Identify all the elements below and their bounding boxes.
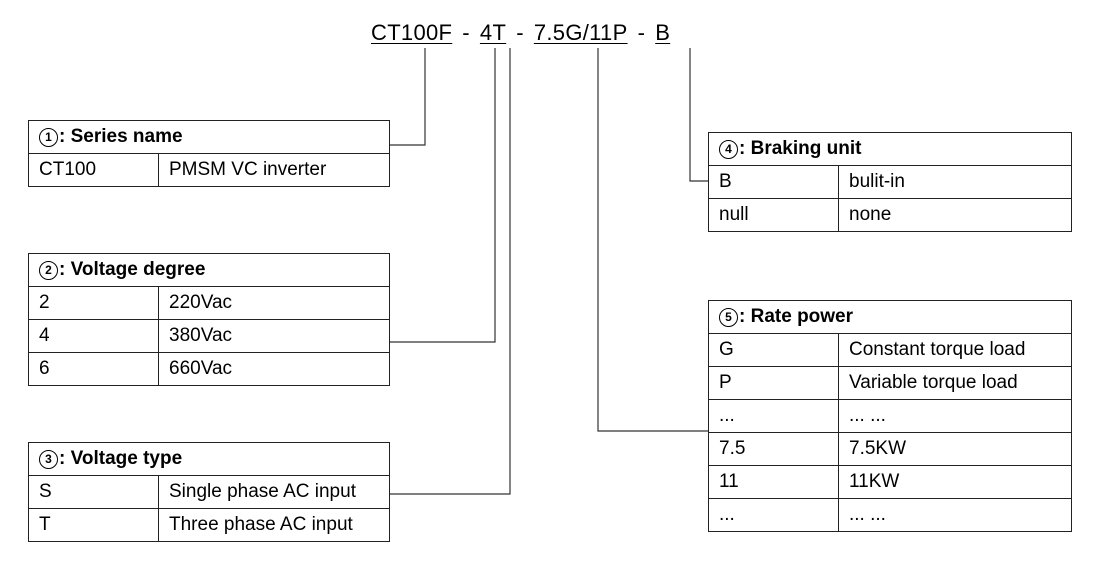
table-cell-desc: Variable torque load xyxy=(838,366,1072,400)
model-code-voltage: 4T xyxy=(479,20,507,45)
braking-unit-table: 4: Braking unit B bulit-in null none xyxy=(708,132,1072,232)
connector-voltage-type xyxy=(390,48,511,495)
number-badge: 1 xyxy=(39,128,58,147)
table-row: B bulit-in xyxy=(708,165,1072,199)
table-cell-desc: ... ... xyxy=(838,399,1072,433)
table-cell-desc: 660Vac xyxy=(158,352,390,386)
connector-voltage-degree xyxy=(390,48,496,343)
table-cell-desc: ... ... xyxy=(838,498,1072,532)
table-title: 1: Series name xyxy=(28,120,390,154)
connector-series xyxy=(390,48,426,146)
table-cell-code: B xyxy=(708,165,839,199)
model-code-separator: - xyxy=(462,20,470,45)
number-badge: 5 xyxy=(719,308,738,327)
table-cell-desc: 380Vac xyxy=(158,319,390,353)
series-name-table: 1: Series name CT100 PMSM VC inverter xyxy=(28,120,390,187)
table-cell-code: 4 xyxy=(28,319,159,353)
table-cell-code: ... xyxy=(708,498,839,532)
table-cell-code: 2 xyxy=(28,286,159,320)
table-title: 2: Voltage degree xyxy=(28,253,390,287)
table-cell-code: P xyxy=(708,366,839,400)
table-cell-desc: bulit-in xyxy=(838,165,1072,199)
table-cell-code: G xyxy=(708,333,839,367)
table-cell-code: CT100 xyxy=(28,153,159,187)
table-cell-code: 7.5 xyxy=(708,432,839,466)
model-code-braking: B xyxy=(655,20,671,45)
voltage-degree-table: 2: Voltage degree 2 220Vac 4 380Vac 6 66… xyxy=(28,253,390,386)
table-cell-desc: 11KW xyxy=(838,465,1072,499)
model-code: CT100F-4T-7.5G/11P-B xyxy=(371,20,670,46)
voltage-type-table: 3: Voltage type S Single phase AC input … xyxy=(28,442,390,542)
table-cell-desc: PMSM VC inverter xyxy=(158,153,390,187)
table-row: 7.5 7.5KW xyxy=(708,432,1072,466)
table-row: 6 660Vac xyxy=(28,352,390,386)
table-row: 11 11KW xyxy=(708,465,1072,499)
connector-rate-power xyxy=(597,48,708,432)
table-cell-code: 6 xyxy=(28,352,159,386)
table-row: null none xyxy=(708,198,1072,232)
table-cell-code: T xyxy=(28,508,159,542)
model-code-separator: - xyxy=(516,20,524,45)
number-badge: 2 xyxy=(39,261,58,280)
table-row: 2 220Vac xyxy=(28,286,390,320)
table-cell-code: ... xyxy=(708,399,839,433)
table-title: 5: Rate power xyxy=(708,300,1072,334)
model-code-power: 7.5G/11P xyxy=(533,20,628,45)
table-row: S Single phase AC input xyxy=(28,475,390,509)
rate-power-table: 5: Rate power G Constant torque load P V… xyxy=(708,300,1072,532)
table-cell-code: S xyxy=(28,475,159,509)
table-cell-desc: Single phase AC input xyxy=(158,475,390,509)
table-row: ... ... ... xyxy=(708,498,1072,532)
number-badge: 4 xyxy=(719,140,738,159)
model-code-separator: - xyxy=(637,20,646,45)
table-row: P Variable torque load xyxy=(708,366,1072,400)
connector-braking xyxy=(689,48,708,182)
table-cell-desc: 220Vac xyxy=(158,286,390,320)
table-row: T Three phase AC input xyxy=(28,508,390,542)
table-cell-desc: Constant torque load xyxy=(838,333,1072,367)
table-title: 3: Voltage type xyxy=(28,442,390,476)
table-row: G Constant torque load xyxy=(708,333,1072,367)
table-cell-code: null xyxy=(708,198,839,232)
table-row: 4 380Vac xyxy=(28,319,390,353)
table-cell-desc: 7.5KW xyxy=(838,432,1072,466)
table-cell-desc: none xyxy=(838,198,1072,232)
table-cell-desc: Three phase AC input xyxy=(158,508,390,542)
table-row: CT100 PMSM VC inverter xyxy=(28,153,390,187)
table-cell-code: 11 xyxy=(708,465,839,499)
table-title: 4: Braking unit xyxy=(708,132,1072,166)
model-code-series: CT100F xyxy=(371,20,453,45)
table-row: ... ... ... xyxy=(708,399,1072,433)
number-badge: 3 xyxy=(39,450,58,469)
